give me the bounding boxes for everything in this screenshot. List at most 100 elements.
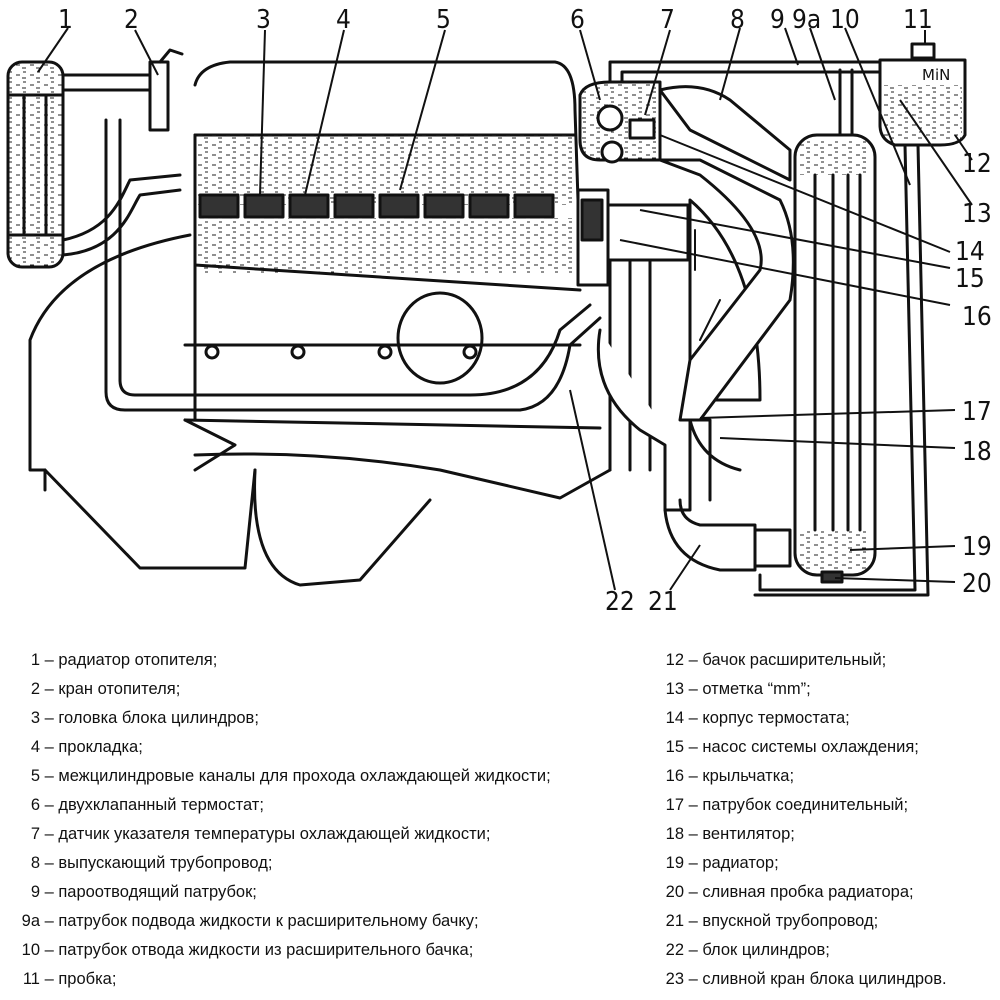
lower-pipes — [596, 328, 792, 572]
legend-text: – насос системы охлаждения; — [684, 738, 919, 756]
callout-8: 8 — [730, 5, 745, 35]
callout-18: 18 — [962, 437, 992, 467]
callout-21: 21 — [648, 587, 678, 615]
callout-16: 16 — [962, 302, 992, 332]
cooling-system-diagram: MiN 1 2 3 4 5 6 7 8 9 9a 10 11 12 13 14 … — [6, 5, 992, 615]
legend-number: 13 — [665, 680, 684, 698]
callout-5: 5 — [436, 5, 451, 35]
legend-left-column: 1 – радиатор отопителя;2 – кран отопител… — [10, 646, 640, 994]
legend-item: 19 – радиатор; — [664, 849, 998, 878]
callout-17: 17 — [962, 397, 992, 427]
legend-item: 9 – пароотводящий патрубок; — [10, 878, 640, 907]
legend-number: 5 — [30, 767, 40, 785]
legend-right-column: 12 – бачок расширительный;13 – отметка “… — [664, 646, 998, 994]
legend-text: – корпус термостата; — [684, 709, 850, 727]
legend-text: – блок цилиндров; — [684, 941, 830, 959]
legend-number: 3 — [30, 709, 40, 727]
legend-number: 6 — [30, 796, 40, 814]
legend-text: – датчик указателя температуры охлаждающ… — [40, 825, 491, 843]
thermostat-housing — [578, 80, 662, 164]
legend-item: 8 – выпускающий трубопровод; — [10, 849, 640, 878]
legend-number: 1 — [30, 651, 40, 669]
legend-item: 13 – отметка “mm”; — [664, 675, 998, 704]
legend-item: 16 – крыльчатка; — [664, 762, 998, 791]
legend-number: 16 — [665, 767, 684, 785]
legend-item: 17 – патрубок соединительный; — [664, 791, 998, 820]
legend-item: 23 – сливной кран блока цилиндров. — [664, 965, 998, 994]
leader-lines — [37, 27, 973, 591]
legend-number: 20 — [665, 883, 684, 901]
legend-text: – выпускающий трубопровод; — [40, 854, 273, 872]
water-pump — [576, 188, 690, 472]
legend-number: 17 — [665, 796, 684, 814]
legend-text: – пароотводящий патрубок; — [40, 883, 257, 901]
legend-text: – радиатор; — [684, 854, 779, 872]
legend-item: 1 – радиатор отопителя; — [10, 646, 640, 675]
callout-14: 14 — [955, 237, 985, 267]
callout-1: 1 — [58, 5, 73, 35]
legend-item: 14 – корпус термостата; — [664, 704, 998, 733]
legend-number: 9а — [21, 912, 40, 930]
legend-text: – двухклапанный термостат; — [40, 796, 264, 814]
legend-number: 18 — [665, 825, 684, 843]
legend-text: – вентилятор; — [684, 825, 795, 843]
legend-item: 5 – межцилиндровые каналы для прохода ох… — [10, 762, 640, 791]
legend-number: 2 — [30, 680, 40, 698]
engine-block — [28, 60, 612, 587]
callout-13: 13 — [962, 199, 992, 229]
main-radiator — [793, 133, 877, 584]
outlet-pipe — [658, 85, 795, 422]
legend-item: 6 – двухклапанный термостат; — [10, 791, 640, 820]
callout-7: 7 — [660, 5, 675, 35]
legend-text: – межцилиндровые каналы для прохода охла… — [40, 767, 551, 785]
legend-item: 15 – насос системы охлаждения; — [664, 733, 998, 762]
expansion-tank — [608, 42, 967, 597]
legend-text: – радиатор отопителя; — [40, 651, 218, 669]
legend-number: 12 — [665, 651, 684, 669]
legend-text: – патрубок соединительный; — [684, 796, 909, 814]
legend-number: 7 — [30, 825, 40, 843]
legend-text: – патрубок отвода жидкости из расширител… — [40, 941, 474, 959]
legend-text: – головка блока цилиндров; — [40, 709, 259, 727]
legend-text: – отметка “mm”; — [684, 680, 811, 698]
callout-11: 11 — [903, 5, 933, 35]
legend-text: – сливной кран блока цилиндров. — [684, 970, 947, 988]
legend-number: 8 — [30, 854, 40, 872]
legend-item: 9а – патрубок подвода жидкости к расшири… — [10, 907, 640, 936]
callout-9: 9 — [770, 5, 785, 35]
legend-number: 9 — [30, 883, 40, 901]
callout-3: 3 — [256, 5, 271, 35]
callout-2: 2 — [124, 5, 139, 35]
legend-item: 3 – головка блока цилиндров; — [10, 704, 640, 733]
callout-12: 12 — [962, 149, 992, 179]
callout-labels: 1 2 3 4 5 6 7 8 9 9a 10 11 12 13 14 15 1… — [58, 5, 992, 615]
heater-radiator — [6, 60, 65, 269]
legend-item: 21 – впускной трубопровод; — [664, 907, 998, 936]
legend-item: 18 – вентилятор; — [664, 820, 998, 849]
legend-item: 10 – патрубок отвода жидкости из расшири… — [10, 936, 640, 965]
legend-item: 7 – датчик указателя температуры охлажда… — [10, 820, 640, 849]
callout-22: 22 — [605, 587, 635, 615]
heater-pipes — [61, 48, 602, 412]
callout-4: 4 — [336, 5, 351, 35]
legend-item: 12 – бачок расширительный; — [664, 646, 998, 675]
legend-number: 21 — [665, 912, 684, 930]
legend-item: 20 – сливная пробка радиатора; — [664, 878, 998, 907]
legend-item: 22 – блок цилиндров; — [664, 936, 998, 965]
legend-item: 4 – прокладка; — [10, 733, 640, 762]
legend-number: 22 — [665, 941, 684, 959]
legend-number: 4 — [30, 738, 40, 756]
tank-min-mark: MiN — [922, 66, 950, 84]
callout-20: 20 — [962, 569, 992, 599]
legend-number: 11 — [22, 970, 40, 988]
callout-9a: 9a — [792, 5, 821, 35]
legend-number: 23 — [665, 970, 684, 988]
legend-text: – прокладка; — [40, 738, 143, 756]
legend-number: 15 — [665, 738, 684, 756]
callout-15: 15 — [955, 264, 985, 294]
legend-text: – сливная пробка радиатора; — [684, 883, 914, 901]
legend-text: – впускной трубопровод; — [684, 912, 879, 930]
legend-text: – крыльчатка; — [684, 767, 795, 785]
legend-item: 11 – пробка; — [10, 965, 640, 994]
legend-number: 14 — [665, 709, 684, 727]
